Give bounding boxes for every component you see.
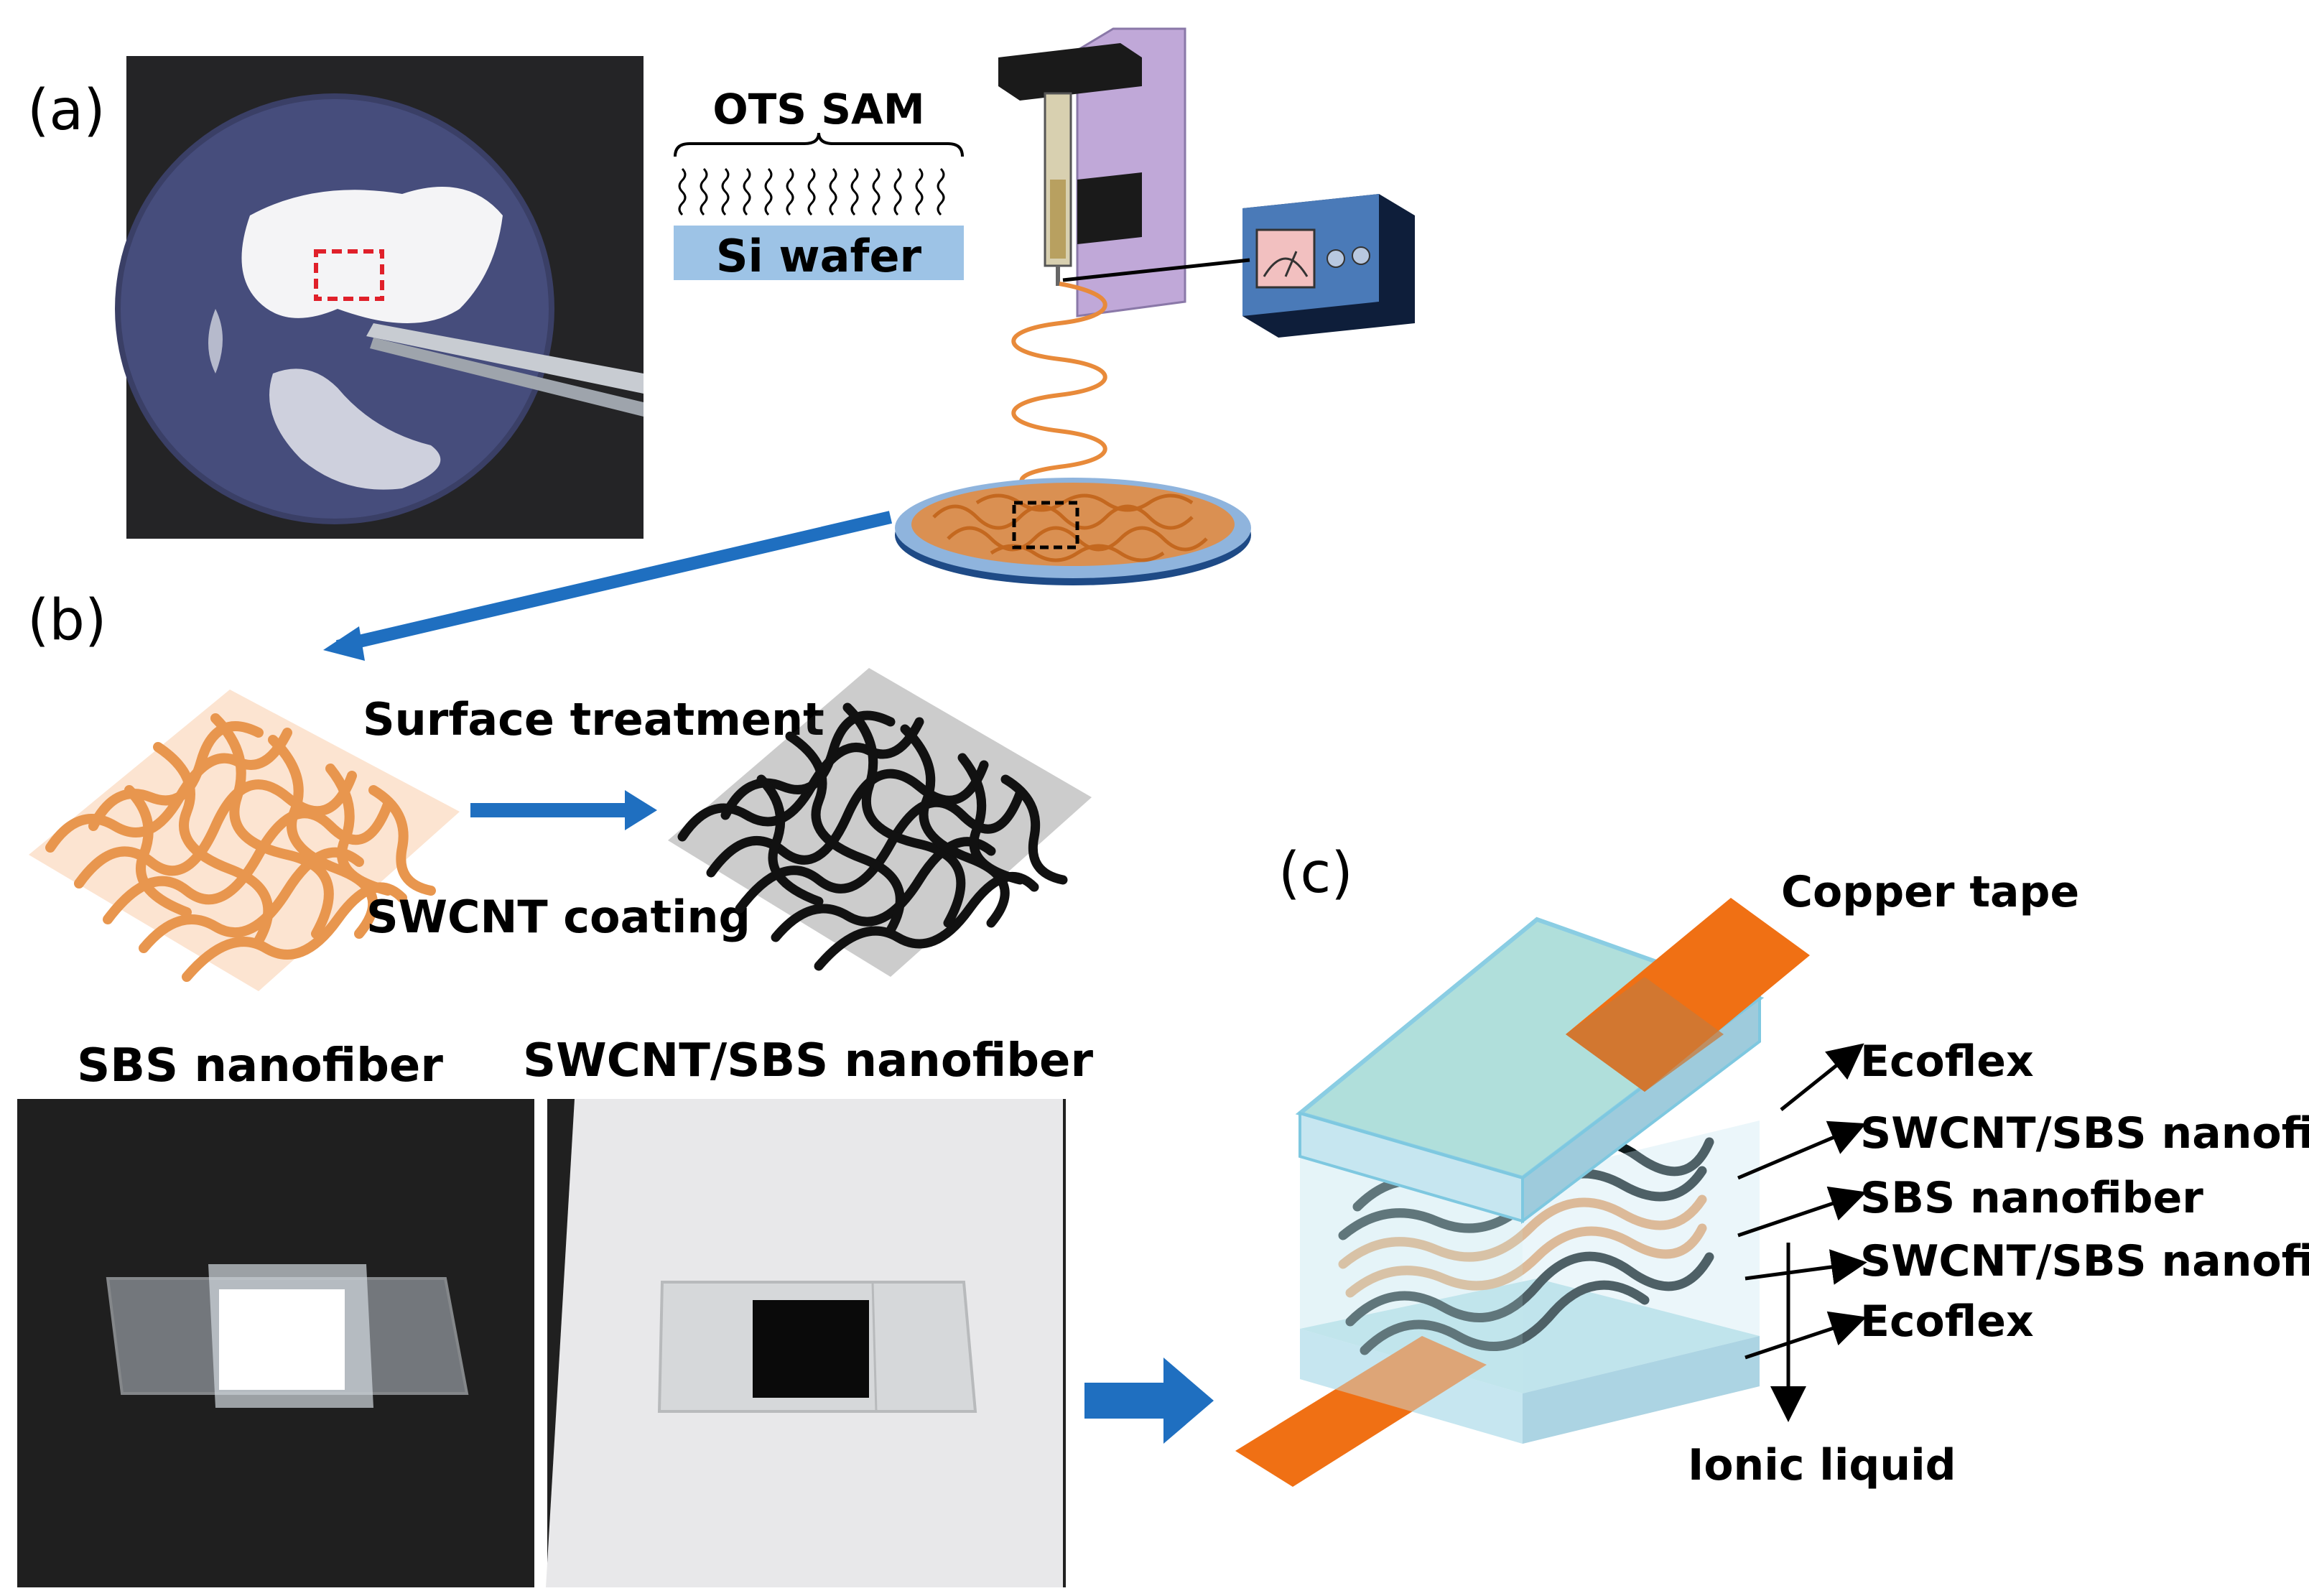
si-wafer-label: Si wafer <box>716 230 922 282</box>
swcnt-sbs-nanofiber-photo <box>546 1099 1066 1587</box>
layer-label-sbs: SBS nanofiber <box>1860 1173 2203 1223</box>
layer-label-swcnt-top: SWCNT/SBS nanofiber <box>1860 1108 2309 1159</box>
sensor-stack-diagram <box>1235 898 1810 1487</box>
sbs-nanofiber-mat <box>29 690 460 991</box>
ots-sam-label: OTS SAM <box>712 85 924 134</box>
panel-label-c: (c) <box>1278 841 1353 906</box>
sbs-nanofiber-photo <box>17 1099 534 1587</box>
photo-right-title: SWCNT/SBS nanofiber <box>523 1034 1093 1087</box>
electrospinning-setup <box>895 27 1415 585</box>
photo-left-title: SBS nanofiber <box>77 1039 443 1092</box>
black-dashed-box <box>1012 501 1079 549</box>
layer-label-ecoflex-bottom: Ecoflex <box>1860 1296 2034 1347</box>
surface-treatment-label: Surface treatment <box>363 693 824 746</box>
panel-label-a: (a) <box>27 78 106 143</box>
layer-label-swcnt-bottom: SWCNT/SBS nanofiber <box>1860 1236 2309 1286</box>
layer-label-ecoflex-top: Ecoflex <box>1860 1036 2034 1087</box>
ots-sam-schematic: OTS SAM Si wafer <box>674 85 964 282</box>
arrow-to-panel-c <box>1084 1358 1214 1444</box>
arrow-to-panel-b <box>335 511 893 653</box>
swcnt-coating-label: SWCNT coating <box>366 891 751 943</box>
copper-tape-bottom <box>1235 1336 1487 1487</box>
swcnt-nanofiber-mat <box>668 668 1092 977</box>
label-leader-lines <box>1737 1043 1867 1422</box>
ionic-liquid-label: Ionic liquid <box>1688 1440 1956 1490</box>
copper-tape-label: Copper tape <box>1781 867 2079 917</box>
si-wafer-block <box>674 226 964 280</box>
panel-label-b: (b) <box>27 588 106 653</box>
wafer-photo <box>115 56 644 539</box>
red-dashed-box <box>314 249 384 301</box>
